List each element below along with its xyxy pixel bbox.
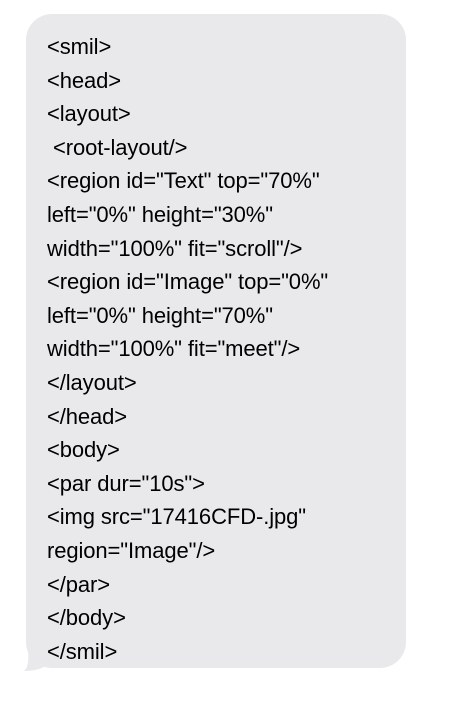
message-line: </head> <box>47 403 128 429</box>
message-line: width="100%" fit="scroll"/> <box>47 235 303 261</box>
message-line: region="Image"/> <box>47 537 216 563</box>
message-line: </smil> <box>47 638 118 664</box>
message-line: <region id="Image" top="0%" <box>47 269 329 295</box>
message-line: left="0%" height="70%" <box>47 302 273 328</box>
message-line: <root-layout/> <box>47 134 188 160</box>
message-line: <head> <box>47 67 122 93</box>
message-line: <img src="17416CFD-.jpg" <box>47 504 306 530</box>
message-line: <smil> <box>47 34 112 59</box>
message-line: left="0%" height="30%" <box>47 201 273 227</box>
message-line: </body> <box>47 605 126 631</box>
message-line: <par dur="10s"> <box>47 470 205 496</box>
message-line: <region id="Text" top="70%" <box>47 168 320 194</box>
message-line: </par> <box>47 571 111 597</box>
received-message-bubble[interactable]: <smil> <head> <layout> <root-layout/> <r… <box>26 14 406 668</box>
message-text: <smil> <head> <layout> <root-layout/> <r… <box>47 30 392 668</box>
message-line: <layout> <box>47 101 131 127</box>
message-line: </layout> <box>47 369 137 395</box>
message-line: <body> <box>47 437 120 463</box>
message-line: width="100%" fit="meet"/> <box>47 336 301 362</box>
